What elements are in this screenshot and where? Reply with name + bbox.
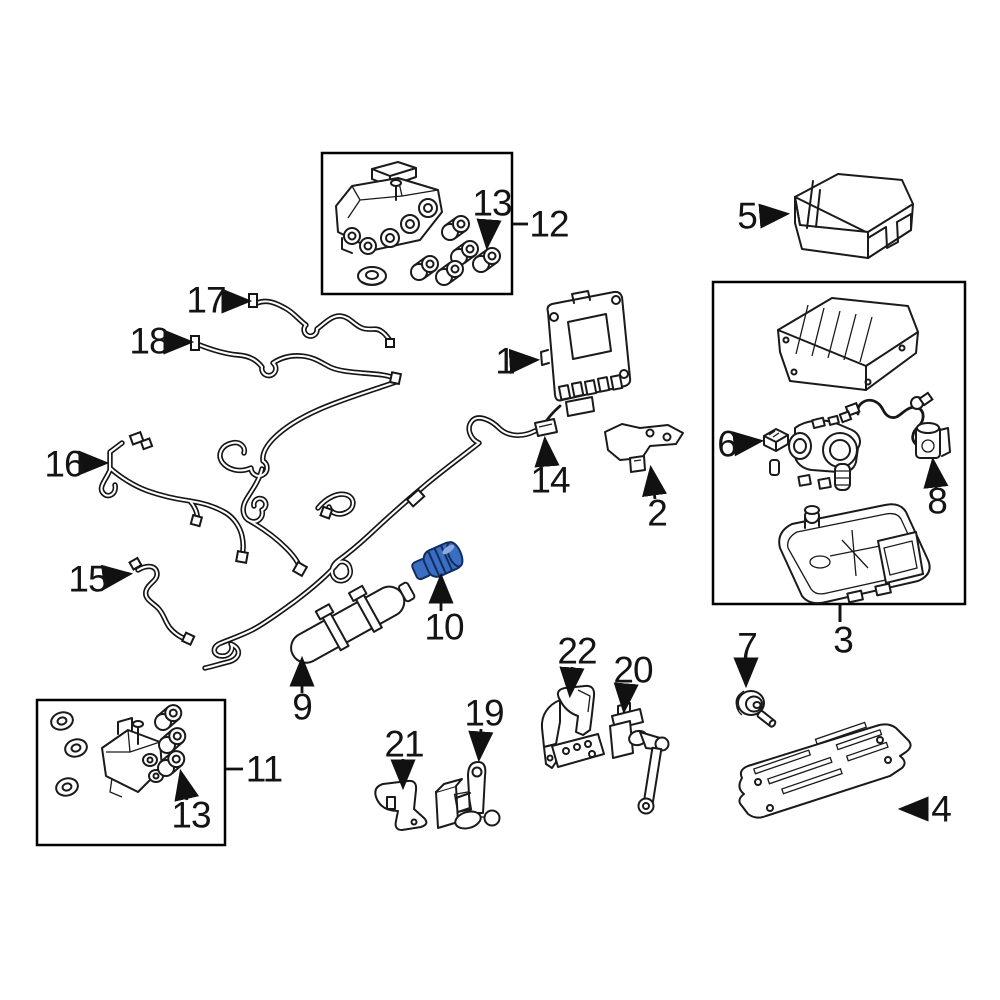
part-22-bracket[interactable] (540, 684, 605, 769)
part-4-skid-plate[interactable] (738, 718, 912, 819)
callout-13a[interactable]: 13 (472, 182, 512, 224)
callout-7[interactable]: 7 (737, 625, 758, 667)
callout-13b[interactable]: 13 (171, 794, 211, 836)
part-5-cover[interactable] (794, 173, 914, 259)
part-8-harness[interactable] (838, 391, 951, 459)
callout-3[interactable]: 3 (833, 619, 854, 661)
assembly-tray[interactable] (778, 503, 931, 605)
part-21-bracket[interactable] (374, 779, 428, 831)
callout-22[interactable]: 22 (557, 630, 597, 672)
callout-box-12 (320, 151, 514, 296)
part-7-insulator[interactable] (735, 690, 777, 728)
part-14-connector[interactable] (534, 404, 562, 437)
callout-17[interactable]: 17 (186, 279, 226, 321)
callout-18[interactable]: 18 (129, 320, 169, 362)
part-2-bracket[interactable] (604, 423, 684, 473)
leader-arrows (78, 203, 949, 822)
part-20-height-sensor[interactable] (609, 702, 670, 815)
callout-20[interactable]: 20 (613, 649, 653, 691)
callout-21[interactable]: 21 (384, 723, 424, 765)
callout-6[interactable]: 6 (717, 423, 738, 465)
callout-15[interactable]: 15 (68, 558, 108, 600)
callout-9[interactable]: 9 (292, 686, 313, 728)
callout-11[interactable]: 11 (245, 748, 283, 790)
callout-8[interactable]: 8 (927, 480, 948, 522)
callout-1[interactable]: 1 (495, 340, 516, 382)
callout-2[interactable]: 2 (647, 492, 668, 534)
callout-19[interactable]: 19 (464, 692, 504, 734)
assembly-ribbed-cover[interactable] (777, 297, 919, 391)
callout-box-11 (35, 698, 227, 847)
part-12-valve-block[interactable] (335, 161, 443, 286)
part-19-height-sensor[interactable] (435, 761, 501, 831)
callout-14[interactable]: 14 (530, 459, 570, 501)
part-9-dryer[interactable] (280, 566, 420, 672)
part-10-highlighted-fitting[interactable] (409, 539, 466, 585)
callout-5[interactable]: 5 (737, 195, 758, 237)
part-1-control-module[interactable] (540, 290, 632, 417)
air-line-harness[interactable] (101, 293, 535, 668)
part-6-compressor[interactable] (763, 414, 861, 491)
callout-16[interactable]: 16 (44, 443, 84, 485)
callout-12[interactable]: 12 (529, 203, 569, 245)
part-11-valve-block[interactable] (48, 708, 164, 800)
callout-4[interactable]: 4 (931, 788, 952, 830)
callout-10[interactable]: 10 (424, 606, 464, 648)
